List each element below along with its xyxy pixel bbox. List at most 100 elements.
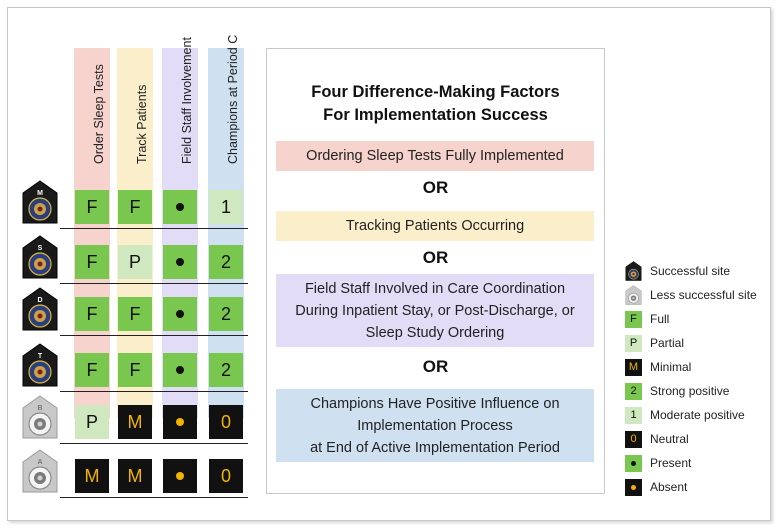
column-header: Champions at Period C	[226, 34, 240, 164]
legend-item: Absent	[625, 477, 687, 497]
rating-cell: 1	[209, 190, 243, 224]
rating-value: P	[85, 411, 98, 432]
or-label: OR	[422, 248, 449, 267]
panel-title-line2: For Implementation Success	[323, 106, 548, 124]
legend-item: 2 Strong positive	[625, 381, 729, 401]
factor-line: Implementation Process	[357, 417, 513, 434]
rating-cell: F	[75, 245, 109, 279]
absent-dot	[176, 472, 184, 480]
site-letter: T	[37, 353, 43, 360]
legend-label: Absent	[650, 480, 688, 494]
present-dot	[176, 310, 184, 318]
factor-box: Field Staff Involved in Care Coordinatio…	[276, 274, 594, 347]
legend-swatch-text: 1	[630, 409, 637, 421]
legend-label: Full	[650, 312, 670, 326]
column-header: Order Sleep Tests	[92, 64, 106, 164]
legend-swatch: P	[625, 334, 642, 352]
legend-label: Neutral	[650, 432, 689, 446]
site-letter: S	[37, 245, 43, 252]
rating-value: F	[129, 196, 141, 217]
rating-cell	[163, 353, 197, 387]
legend-swatch	[625, 478, 642, 496]
successful-site-icon: M	[22, 180, 58, 224]
legend-swatch: 1	[625, 406, 642, 424]
rating-value: P	[128, 251, 141, 272]
rating-value: F	[129, 303, 141, 324]
successful-site-icon	[625, 261, 642, 281]
row-divider	[60, 335, 248, 336]
successful-site-icon: D	[22, 287, 58, 331]
legend-swatch	[625, 454, 642, 472]
legend-item: F Full	[625, 309, 669, 329]
panel-title: Four Difference-Making Factors For Imple…	[267, 81, 604, 127]
column-header: Field Staff Involvement	[180, 37, 194, 164]
row-divider	[60, 228, 248, 229]
factor-text: Ordering Sleep Tests Fully Implemented	[306, 145, 564, 167]
rating-value: 2	[220, 359, 231, 380]
rating-cell: M	[75, 459, 109, 493]
less-successful-site-icon	[625, 285, 642, 305]
rating-cell: 0	[209, 459, 243, 493]
legend-swatch: 2	[625, 382, 642, 400]
rating-cell: 2	[209, 245, 243, 279]
legend-label: Present	[650, 456, 692, 470]
rating-value: 2	[220, 303, 231, 324]
legend-label: Strong positive	[650, 384, 730, 398]
rating-value: 0	[220, 465, 231, 486]
legend-label: Moderate positive	[650, 408, 745, 422]
legend-item: P Partial	[625, 333, 684, 353]
legend-label: Partial	[650, 336, 685, 350]
legend-swatch-text: 2	[630, 385, 637, 397]
factor-text: Field Staff Involved in Care Coordinatio…	[295, 278, 574, 344]
or-label: OR	[422, 178, 449, 197]
rating-cell: F	[118, 353, 152, 387]
site-letter: B	[37, 405, 43, 412]
rating-value: M	[127, 411, 143, 432]
rating-cell: 2	[209, 353, 243, 387]
rating-value: F	[86, 196, 98, 217]
legend-label: Less successful site	[650, 288, 757, 302]
rating-cell: F	[75, 353, 109, 387]
rating-cell: P	[118, 245, 152, 279]
legend-swatch: F	[625, 310, 642, 328]
rating-cell: P	[75, 405, 109, 439]
row-divider	[60, 283, 248, 284]
present-dot	[176, 366, 184, 374]
factor-line: Sleep Study Ordering	[365, 324, 505, 341]
legend-label: Successful site	[650, 264, 731, 278]
rating-cell: M	[118, 405, 152, 439]
row-divider	[60, 391, 248, 392]
rating-cell: M	[118, 459, 152, 493]
factor-line: at End of Active Implementation Period	[310, 439, 560, 456]
rating-value: 2	[220, 251, 231, 272]
present-dot	[631, 460, 636, 466]
rating-cell: F	[118, 297, 152, 331]
site-letter: A	[37, 459, 43, 466]
factor-box: Ordering Sleep Tests Fully Implemented	[276, 141, 594, 171]
panel-title-line1: Four Difference-Making Factors	[311, 83, 560, 101]
rating-value: M	[127, 465, 143, 486]
rating-cell: F	[75, 190, 109, 224]
rating-value: F	[129, 359, 141, 380]
rating-cell: F	[118, 190, 152, 224]
rating-cell	[163, 190, 197, 224]
rating-value: F	[86, 303, 98, 324]
successful-site-icon: T	[22, 343, 58, 387]
legend-item: 1 Moderate positive	[625, 405, 745, 425]
successful-site-icon: S	[22, 235, 58, 279]
column-header: Track Patients	[135, 84, 149, 164]
or-label: OR	[422, 357, 449, 376]
less-successful-site-icon: B	[22, 395, 58, 439]
legend-swatch-text: M	[628, 361, 639, 373]
factor-line: Field Staff Involved in Care Coordinatio…	[304, 280, 566, 297]
rating-cell	[163, 297, 197, 331]
rating-value: F	[86, 251, 98, 272]
rating-cell: F	[75, 297, 109, 331]
factor-line: Ordering Sleep Tests Fully Implemented	[306, 148, 564, 164]
present-dot	[176, 258, 184, 266]
legend-swatch-text: F	[630, 313, 637, 325]
row-divider	[60, 443, 248, 444]
